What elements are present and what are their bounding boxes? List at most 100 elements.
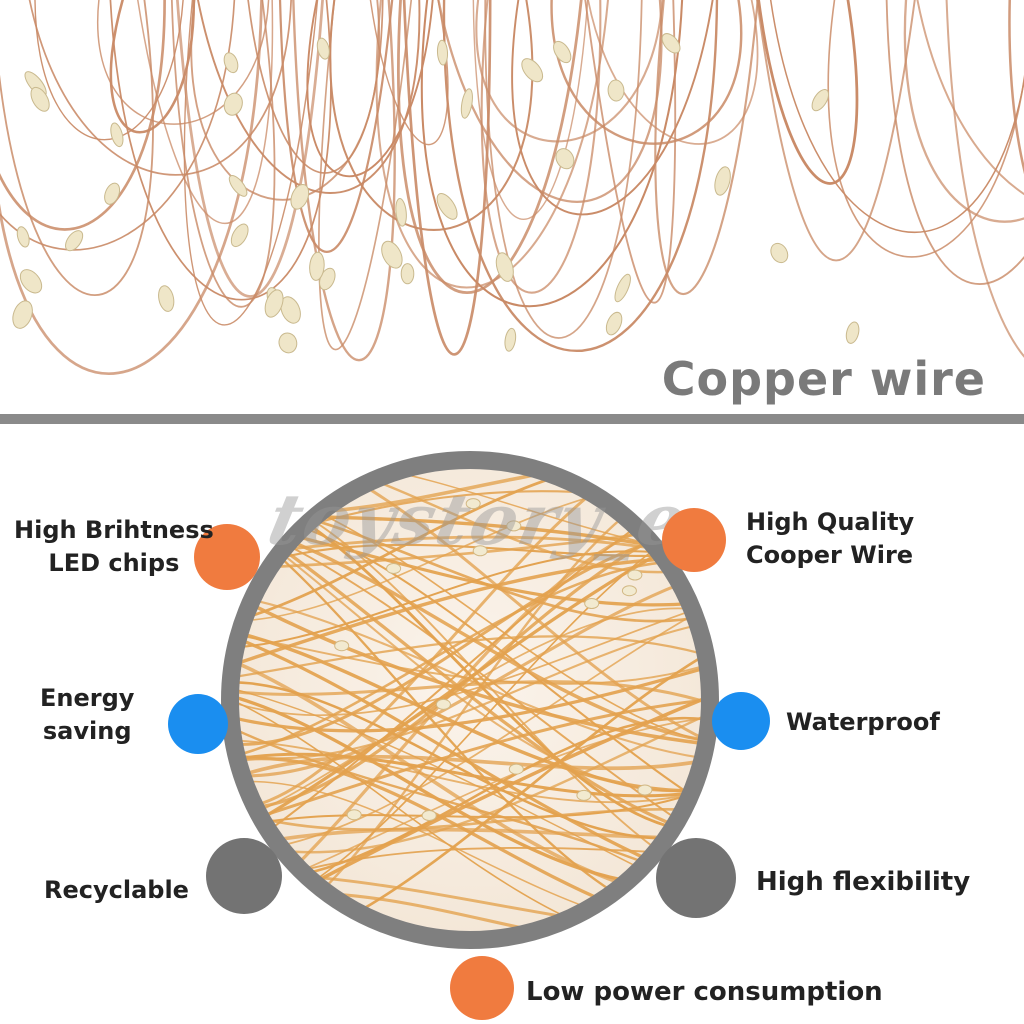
copper-wire-illustration	[0, 0, 1024, 375]
low-power-label: Low power consumption	[526, 977, 883, 1007]
led-bead	[280, 296, 301, 324]
magnified-wire-strand	[238, 683, 702, 932]
magnified-led-bead	[506, 520, 522, 532]
led-bead	[104, 182, 121, 205]
waterproof-label: Waterproof	[786, 708, 940, 736]
led-bead	[605, 311, 623, 336]
magnified-wire-strand	[238, 635, 702, 686]
copper-wire-strand	[176, 0, 324, 298]
magnified-led-bead	[627, 569, 643, 581]
magnified-led-bead	[508, 763, 524, 775]
copper-wire-strand	[329, 0, 534, 231]
led-bead	[309, 251, 325, 281]
high-brightness-label: High Brihtness LED chips	[14, 516, 214, 577]
copper-wire-strand	[171, 0, 276, 308]
copper-wire-strand	[0, 0, 166, 231]
copper-wire-strand	[903, 0, 1024, 223]
copper-wire-strand	[770, 0, 1024, 234]
led-bead	[436, 39, 449, 66]
magnified-led-bead	[334, 640, 350, 652]
magnified-led-bead	[346, 809, 362, 821]
copper-wire-strand	[916, 0, 1024, 195]
ring-border	[221, 451, 719, 949]
copper-wire-strand	[472, 0, 589, 220]
waterproof-dot	[712, 692, 770, 750]
led-bead	[845, 321, 860, 344]
led-bead	[316, 37, 330, 60]
section-divider	[0, 414, 1024, 424]
led-bead	[436, 192, 458, 220]
led-bead	[223, 92, 243, 116]
led-bead	[12, 300, 33, 329]
led-bead	[110, 122, 124, 148]
copper-wire-strand	[197, 0, 421, 195]
copper-wire-strand	[109, 0, 332, 301]
led-bead	[290, 183, 310, 210]
copper-wire-strand	[34, 0, 184, 141]
energy-saving-label: Energy saving	[40, 684, 135, 745]
led-bead	[65, 230, 84, 252]
high-brightness-dot	[194, 524, 260, 590]
magnified-led-bead	[386, 563, 402, 574]
copper-wire-caption: Copper wire	[661, 352, 986, 406]
led-bead	[521, 58, 544, 83]
copper-wire-strand	[757, 0, 859, 185]
copper-wire-strand	[550, 0, 743, 145]
led-bead	[661, 33, 681, 54]
copper-wire-strand	[511, 0, 714, 216]
led-bead	[395, 197, 407, 227]
led-bead	[811, 88, 830, 112]
magnified-led-bead	[584, 598, 600, 609]
copper-wire-strand	[587, 0, 759, 145]
copper-wire-strand	[885, 0, 1024, 285]
watermark-text: toystory_e	[261, 478, 695, 561]
copper-wire-strand	[109, 0, 195, 134]
led-bead	[555, 148, 575, 170]
led-bead	[714, 166, 731, 196]
led-bead	[614, 273, 631, 303]
copper-wire-strand	[420, 0, 684, 308]
copper-wire-strand	[0, 0, 263, 375]
magnified-wire-strand	[238, 468, 702, 759]
led-bead	[228, 175, 248, 197]
high-quality-dot	[662, 508, 726, 572]
copper-wire-strand	[292, 0, 396, 362]
high-flexibility-dot	[656, 838, 736, 918]
magnified-wire-strand	[238, 629, 702, 932]
led-bead	[278, 332, 298, 354]
magnified-led-bead	[465, 498, 481, 510]
copper-wire-strand	[397, 0, 583, 295]
led-bead	[16, 226, 30, 248]
low-power-dot	[450, 956, 514, 1020]
high-flexibility-label: High flexibility	[756, 867, 971, 897]
magnified-led-bead	[576, 789, 592, 801]
magnified-wire-strand	[238, 589, 702, 764]
high-quality-label: High Quality Cooper Wire	[746, 508, 915, 569]
magnified-wire-strand	[238, 752, 702, 798]
magnified-led-bead	[637, 784, 653, 796]
led-bead	[223, 52, 239, 74]
copper-wire-strand	[584, 0, 677, 304]
led-bead	[460, 88, 473, 119]
copper-wire-strand	[484, 0, 643, 339]
led-bead	[607, 79, 625, 102]
magnified-led-bead	[435, 698, 451, 710]
copper-wire-strand	[247, 0, 384, 174]
led-bead	[770, 242, 789, 264]
energy-saving-dot	[168, 694, 228, 754]
copper-wire-strand	[318, 0, 413, 351]
led-bead	[230, 223, 249, 248]
led-bead	[158, 285, 175, 312]
led-bead	[553, 40, 572, 64]
magnified-led-bead	[421, 810, 437, 821]
copper-wire-strand	[369, 0, 449, 146]
recyclable-label: Recyclable	[44, 876, 189, 904]
copper-wire-strand	[306, 0, 434, 178]
magnified-led-bead	[472, 545, 488, 557]
magnified-led-bead	[621, 585, 637, 597]
copper-wire-strand	[97, 0, 270, 125]
copper-wire-strand	[1008, 0, 1024, 174]
copper-wire-strand	[402, 0, 492, 356]
led-bead	[381, 240, 403, 269]
copper-wire-strand	[375, 0, 609, 289]
